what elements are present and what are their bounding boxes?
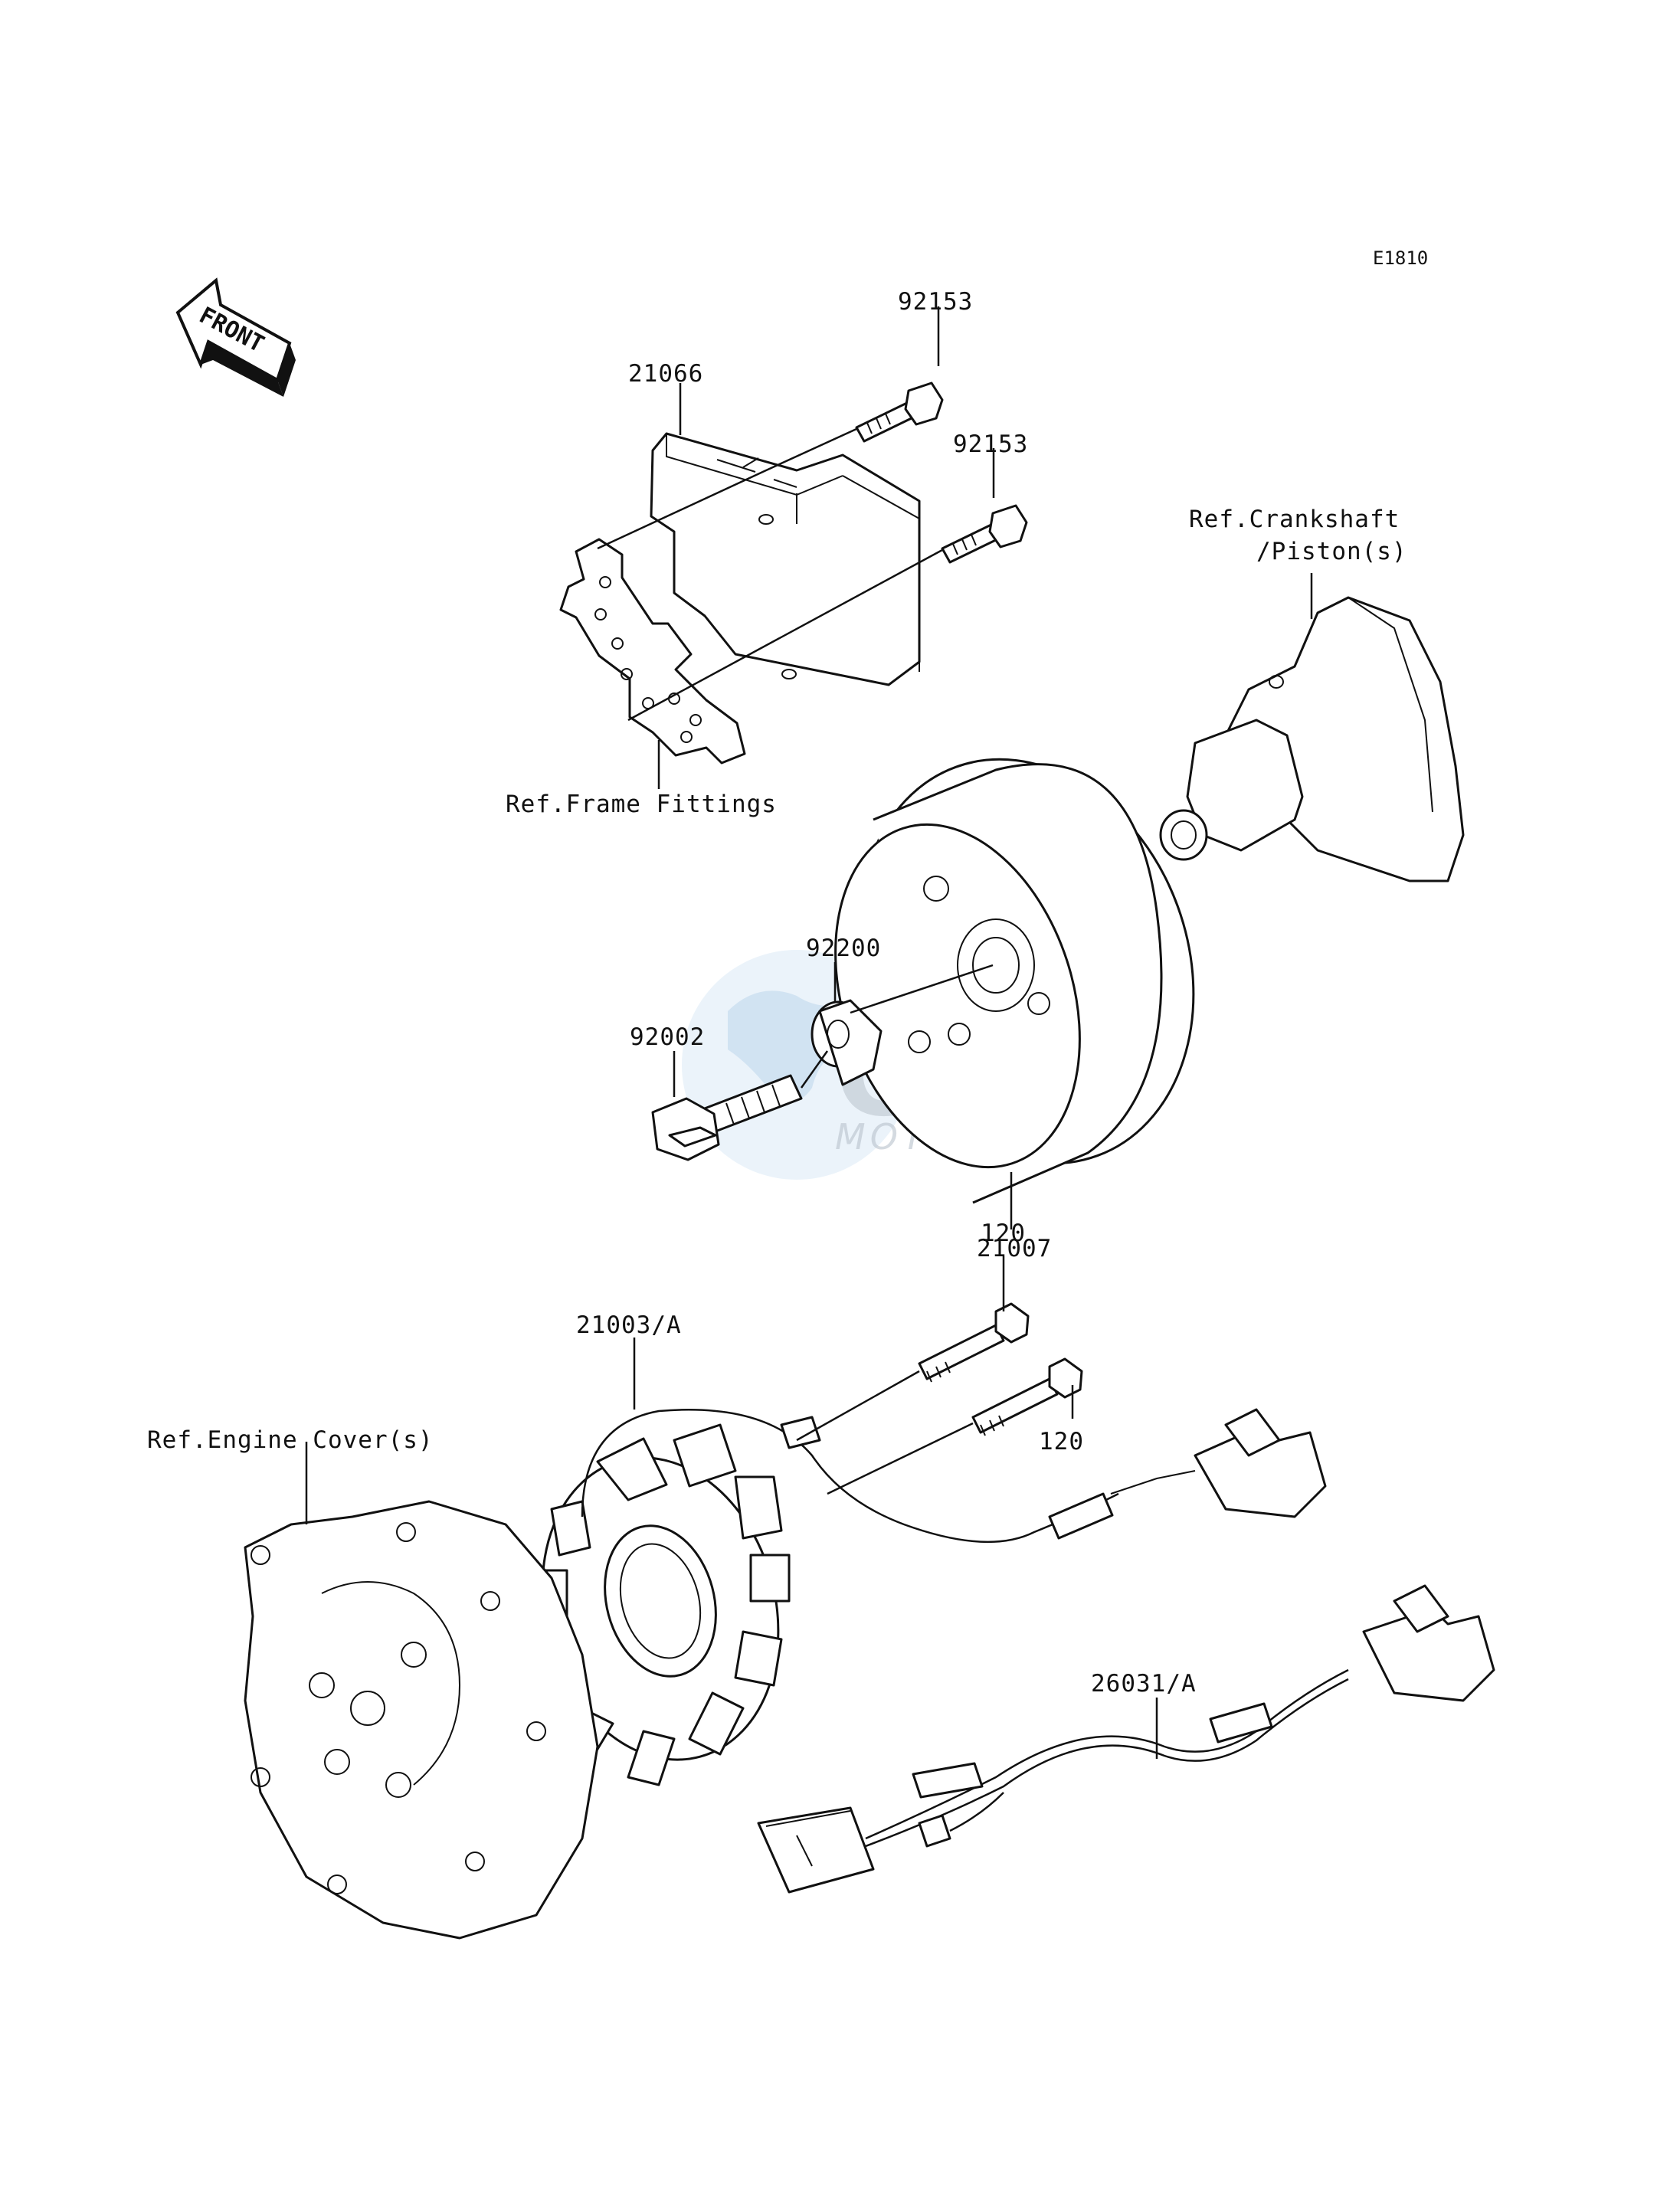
front-arrow-icon: FRONT bbox=[175, 277, 296, 397]
callout-26031-a: 26031/A bbox=[1091, 1670, 1197, 1698]
callout-92153-a: 92153 bbox=[898, 288, 973, 316]
callout-92200: 92200 bbox=[806, 935, 881, 962]
callout-ref-engine-cover: Ref.Engine Cover(s) bbox=[147, 1426, 434, 1454]
bolt-120-lower bbox=[971, 1357, 1083, 1436]
callout-92153-b: 92153 bbox=[953, 431, 1028, 458]
bolt-92153-upper bbox=[855, 381, 944, 443]
crankshaft-ref bbox=[1159, 596, 1465, 882]
rotor-flywheel bbox=[834, 758, 1195, 1204]
regulator-rectifier bbox=[559, 432, 921, 765]
bolt-120-upper bbox=[918, 1302, 1030, 1383]
stator bbox=[535, 1408, 1327, 1786]
callout-21003-a: 21003/A bbox=[576, 1311, 682, 1339]
wiring-harness bbox=[757, 1584, 1495, 1894]
callout-ref-crankshaft: Ref.Crankshaft bbox=[1189, 506, 1400, 533]
callout-120-b: 120 bbox=[1039, 1428, 1084, 1455]
washer-92200 bbox=[811, 999, 883, 1086]
callout-21007: 21007 bbox=[977, 1235, 1052, 1262]
callout-92002: 92002 bbox=[630, 1023, 705, 1051]
bolt-92002 bbox=[651, 1074, 803, 1161]
callout-120-a: 120 bbox=[981, 1220, 1026, 1247]
diagram-code: E1810 bbox=[1373, 247, 1428, 269]
callout-21066: 21066 bbox=[628, 360, 703, 388]
bolt-92153-lower bbox=[941, 504, 1028, 564]
callout-ref-frame-fittings: Ref.Frame Fittings bbox=[506, 791, 777, 818]
callout-ref-piston: /Piston(s) bbox=[1256, 538, 1407, 565]
engine-cover-ref bbox=[244, 1500, 599, 1940]
